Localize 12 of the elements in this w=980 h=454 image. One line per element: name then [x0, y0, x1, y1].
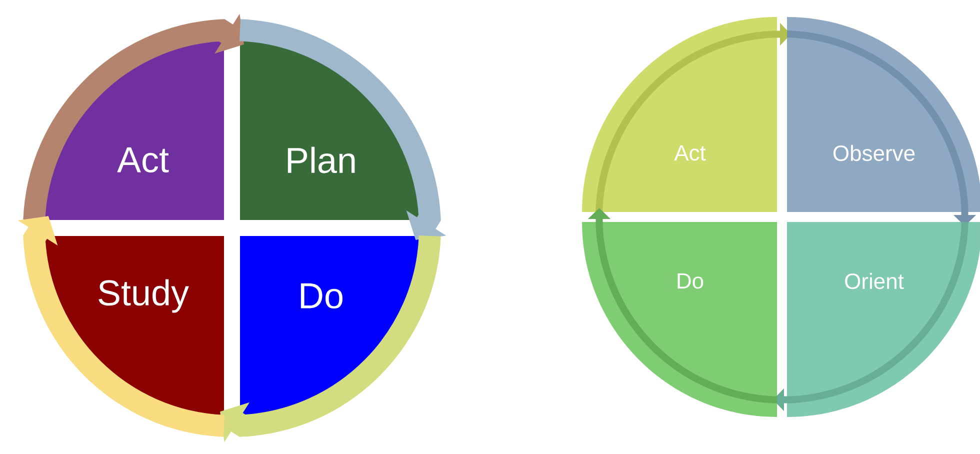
curved-arrow	[23, 14, 244, 222]
quadrant-segment: Observe	[787, 17, 980, 212]
quadrant-segment: Do	[240, 236, 427, 423]
curved-arrow	[238, 19, 446, 240]
quadrant-segment: Do	[582, 222, 777, 417]
quadrant-segment: Study	[37, 236, 224, 423]
curved-arrow	[220, 234, 441, 442]
quadrant-segment: Plan	[240, 33, 427, 220]
quadrant-segment: Orient	[787, 222, 980, 417]
quadrant-segment: Act	[37, 33, 224, 220]
curved-arrow	[18, 216, 226, 437]
quadrant-segment: Act	[582, 17, 777, 212]
